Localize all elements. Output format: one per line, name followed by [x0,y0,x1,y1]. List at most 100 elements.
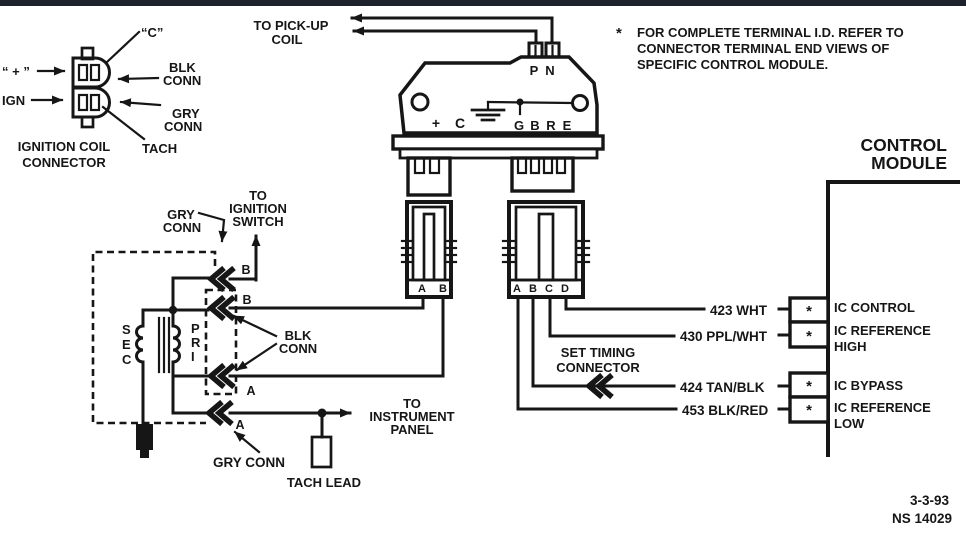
control-module-boundary [826,180,960,457]
socket-tooth [555,156,567,175]
set-timing-label: CONNECTOR [556,360,640,375]
asterisk-marker: * [616,25,622,42]
ignition-switch-label: TO [249,188,267,203]
blk-conn-arrow [117,74,160,84]
module-terminal-c: C [455,115,465,131]
pin-label-b: B [439,283,447,295]
pin-label-a: A [418,283,426,295]
pin-label-d: D [561,283,569,295]
control-module: CONTROL MODULE * * * * IC CONTROL IC REF… [788,135,960,457]
gry-conn-bottom-leader [233,430,261,454]
module-body [398,55,599,135]
ignition-switch-label: IGNITION [229,201,287,216]
instrument-panel-label: TO [403,396,421,411]
control-module-title: MODULE [871,153,947,173]
pin-label-c: C [545,283,553,295]
connector-title: CONNECTOR [22,155,106,170]
terminal-b-label: B [241,263,250,277]
terminal-asterisk: * [806,328,812,345]
module-terminal-g: G [514,118,524,133]
terminal-slot [77,63,89,82]
socket-tooth [542,156,554,175]
function-label-ic-bypass: IC BYPASS [834,378,903,393]
socket-tooth [428,156,441,175]
terminal-a-label: A [235,418,244,432]
instrument-panel-label: PANEL [390,422,433,437]
c-terminal-label: “C” [141,25,163,40]
terminal-slot [89,63,101,82]
terminal-box [788,320,830,349]
gry-conn-label: CONN [164,119,202,134]
junction-dot [168,305,178,315]
blk-conn-label: BLK [285,328,312,343]
terminal-asterisk: * [806,303,812,320]
module-socket-4pin [510,156,575,193]
wire-label-453: 453 BLK/RED [682,403,769,418]
function-label-ic-reference: IC REFERENCE [834,400,931,415]
connector-ribs [501,239,591,264]
socket-tooth [516,156,528,175]
blk-conn-leader [232,314,278,338]
blk-conn-label: CONN [279,341,317,356]
pickup-coil-label: COIL [271,32,302,47]
module-pin-label-n: N [545,63,554,78]
terminal-asterisk: * [806,378,812,395]
footnote-text: FOR COMPLETE TERMINAL I.D. REFER TO [637,25,904,40]
ignition-coil-connector-icon: “C” “ + ” IGN BLK CONN GRY CONN TACH IGN… [2,25,202,170]
blk-conn-leader [235,342,278,372]
tach-terminal-label: TACH [142,141,177,156]
function-label-ic-reference: IC REFERENCE [834,323,931,338]
footnote-text: SPECIFIC CONTROL MODULE. [637,57,828,72]
connector-title: IGNITION COIL [18,139,111,154]
pin-label-a: A [513,283,521,295]
control-module-wires: SET TIMING CONNECTOR 423 WHT 430 PPL/WHT… [516,295,792,418]
ign-terminal-label: IGN [2,93,25,108]
gry-conn-bottom-label: GRY CONN [213,455,285,470]
gry-conn-top-leader [197,211,228,243]
pickup-coil-label: TO PICK-UP [254,18,329,33]
plus-terminal-label: “ + ” [2,64,30,79]
terminal-asterisk: * [806,402,812,419]
control-module-title: CONTROL [860,135,947,155]
terminal-b-label: B [242,293,251,307]
ground-trace [486,100,573,105]
coil-tower [136,424,153,450]
module-terminal-r: R [546,118,556,133]
function-label-ic-control: IC CONTROL [834,300,915,315]
gry-conn-arrow [119,98,162,108]
tach-leader-line [101,105,146,141]
socket-tooth [529,156,541,175]
blk-conn-label: CONN [163,73,201,88]
footnote: * FOR COMPLETE TERMINAL I.D. REFER TO CO… [616,25,904,72]
tach-lead-plug [310,435,333,469]
module-base-plate [398,147,599,160]
coil-tower [140,450,149,458]
ignition-switch-branch: TO IGNITION SWITCH [229,188,287,282]
revision-date: 3-3-93 [910,493,950,508]
top-bar [0,0,966,6]
pickup-wire-n [350,13,554,46]
ignition-switch-label: SWITCH [232,214,283,229]
harness-connector-2pin: A B [400,200,458,299]
connector-tab-bottom [80,115,95,129]
footer: 3-3-93 NS 14029 [892,493,952,526]
function-label-low: LOW [834,416,865,431]
gry-conn-top-label: GRY [167,207,195,222]
module-terminal-b: B [530,118,539,133]
sec-winding [135,324,145,364]
mounting-hole [571,94,589,112]
terminal-slot [89,93,101,112]
blk-conn-label: BLK [169,60,196,75]
tach-branch: TO INSTRUMENT PANEL TACH LEAD [287,396,455,490]
wire-label-423: 423 WHT [710,303,768,318]
pickup-coil-wires: TO PICK-UP COIL [254,13,554,47]
terminal-box [788,296,830,324]
terminal-slot [77,93,89,112]
terminal-a-label: A [246,384,255,398]
c-leader-line [105,30,141,64]
function-label-high: HIGH [834,339,867,354]
ground-icon [470,108,506,122]
